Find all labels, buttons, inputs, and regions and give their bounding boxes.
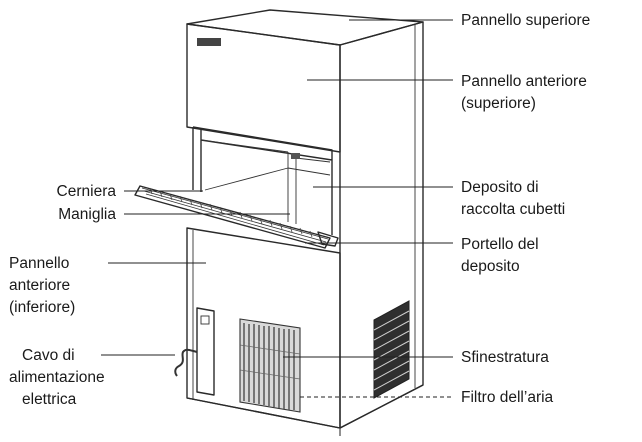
label-sfinestratura: Sfinestratura [461,349,549,366]
label-pannello-anteriore-inf-line1: Pannello [9,255,69,272]
label-cavo-line2: alimentazione [9,369,105,386]
label-cerniera: Cerniera [57,183,117,200]
brand-logo-plate [197,38,221,46]
label-cavo-line3: elettrica [22,391,77,408]
label-deposito-line2: raccolta cubetti [461,201,565,218]
label-pannello-anteriore-sup-line1: Pannello anteriore [461,73,587,90]
label-pannello-anteriore-sup-line2: (superiore) [461,95,536,112]
label-portello-line1: Portello del [461,236,539,253]
side-ventilation-grille [374,301,409,398]
label-maniglia: Maniglia [58,206,116,223]
bin-opening-frame [193,127,332,235]
storage-bin-interior [201,140,330,224]
label-filtro: Filtro dell’aria [461,389,554,406]
power-cable [175,350,197,376]
label-pannello-superiore: Pannello superiore [461,12,590,29]
electrical-box [197,308,214,395]
ice-maker-illustration [135,10,423,436]
label-pannello-anteriore-inf-line3: (inferiore) [9,299,75,316]
label-portello-line2: deposito [461,258,520,275]
base-edge [187,385,423,428]
power-switch [201,316,209,324]
bin-sensor [291,153,300,159]
label-deposito-line1: Deposito di [461,179,539,196]
label-cavo-line1: Cavo di [22,347,75,364]
label-pannello-anteriore-inf-line2: anteriore [9,277,70,294]
